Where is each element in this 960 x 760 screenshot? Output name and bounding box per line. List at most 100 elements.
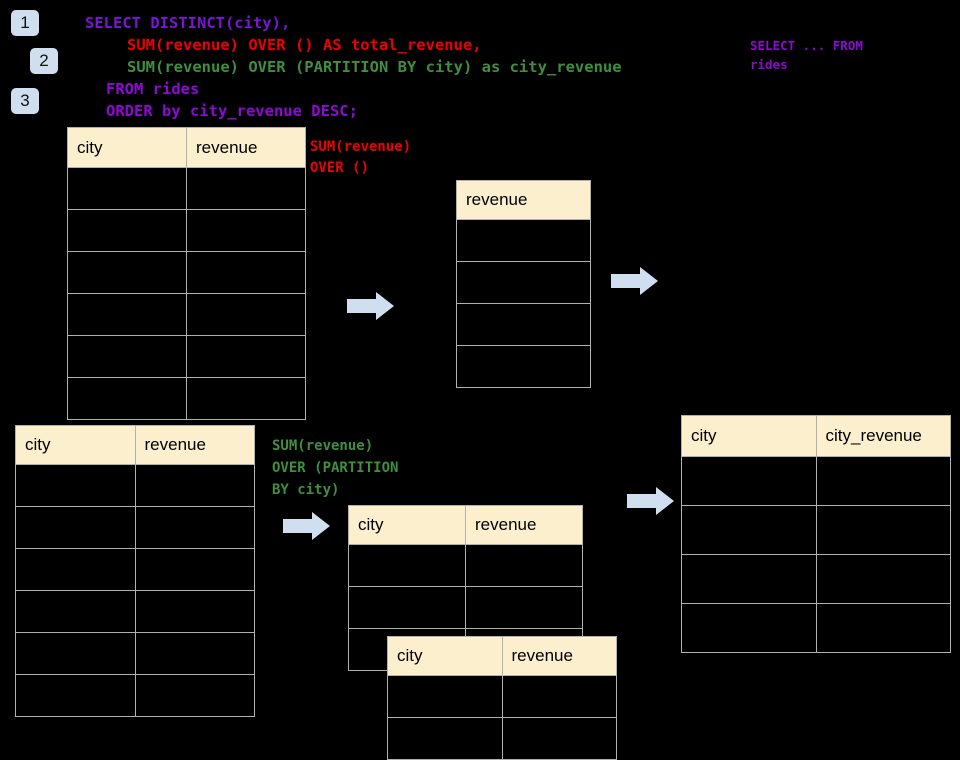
table-row	[681, 505, 951, 555]
cell	[67, 209, 187, 252]
table-header-row: city revenue	[387, 636, 617, 676]
cell	[186, 335, 306, 378]
partition-table-back: city revenue	[348, 505, 583, 671]
table-row	[348, 544, 583, 587]
step-badge-1: 1	[11, 10, 39, 36]
cell	[67, 335, 187, 378]
annotation-over-partition: SUM(revenue) OVER (PARTITION BY city)	[272, 438, 399, 498]
cell	[501, 717, 617, 760]
table-row	[67, 167, 306, 210]
table-row	[67, 209, 306, 252]
total-revenue-table: revenue	[456, 180, 591, 388]
column-header-revenue: revenue	[465, 505, 583, 545]
table-header-row: city revenue	[348, 505, 583, 545]
cell	[348, 544, 466, 587]
cell	[15, 548, 136, 591]
sql-line-sum-over-empty: SUM(revenue) OVER () AS total_revenue,	[127, 36, 482, 54]
table-header-row: city revenue	[67, 127, 306, 168]
table-row	[681, 554, 951, 604]
partition-table-front: city revenue	[387, 636, 617, 760]
column-header-city: city	[67, 127, 187, 168]
cell	[815, 505, 951, 555]
table-row	[15, 548, 255, 591]
cell	[67, 167, 187, 210]
table-row	[456, 303, 591, 346]
table-row	[456, 261, 591, 304]
cell	[134, 674, 255, 717]
table-row	[456, 219, 591, 262]
table-row	[681, 603, 951, 653]
cell	[456, 345, 591, 388]
table-row	[67, 293, 306, 336]
cell	[815, 603, 951, 653]
sql-line-sum-over-partition: SUM(revenue) OVER (PARTITION BY city) as…	[127, 58, 622, 76]
cell	[815, 554, 951, 604]
cell	[134, 590, 255, 633]
cell	[348, 586, 466, 629]
cell	[67, 293, 187, 336]
flow-arrow-4-icon	[627, 487, 674, 515]
table-row	[15, 464, 255, 507]
flow-arrow-1-icon	[347, 292, 394, 320]
column-header-city: city	[681, 415, 817, 457]
cell	[15, 506, 136, 549]
table-header-row: revenue	[456, 180, 591, 220]
column-header-city-revenue: city_revenue	[815, 415, 951, 457]
cell	[456, 219, 591, 262]
cell	[456, 303, 591, 346]
sql-line-order-by: ORDER by city_revenue DESC;	[106, 102, 358, 120]
cell	[134, 632, 255, 675]
flow-arrow-3-icon	[283, 512, 330, 540]
cell	[15, 590, 136, 633]
cell	[134, 506, 255, 549]
result-table: city city_revenue	[681, 415, 951, 653]
cell	[456, 261, 591, 304]
source-table-bottom: city revenue	[15, 425, 255, 717]
table-row	[67, 335, 306, 378]
table-row	[456, 345, 591, 388]
cell	[681, 505, 817, 555]
sql-side-note: SELECT ... FROM rides	[750, 38, 863, 72]
column-header-revenue: revenue	[186, 127, 306, 168]
column-header-city: city	[387, 636, 503, 676]
cell	[15, 632, 136, 675]
column-header-revenue: revenue	[501, 636, 617, 676]
cell	[186, 209, 306, 252]
step-badge-2: 2	[30, 48, 58, 74]
table-row	[15, 632, 255, 675]
table-row	[67, 251, 306, 294]
table-row	[387, 675, 617, 718]
cell	[815, 456, 951, 506]
cell	[465, 544, 583, 587]
table-row	[681, 456, 951, 506]
column-header-city: city	[348, 505, 466, 545]
cell	[67, 251, 187, 294]
cell	[15, 464, 136, 507]
cell	[681, 603, 817, 653]
sql-line-from: FROM rides	[106, 80, 200, 98]
step-badge-3: 3	[11, 88, 39, 114]
cell	[501, 675, 617, 718]
cell	[387, 675, 503, 718]
table-row	[15, 506, 255, 549]
cell	[134, 548, 255, 591]
table-row	[67, 377, 306, 420]
diagram-canvas: 1 2 3 SELECT DISTINCT(city), SUM(revenue…	[11, 10, 951, 760]
cell	[134, 464, 255, 507]
table-row	[15, 590, 255, 633]
cell	[15, 674, 136, 717]
cell	[186, 377, 306, 420]
column-header-revenue: revenue	[456, 180, 591, 220]
table-row	[387, 717, 617, 760]
table-header-row: city city_revenue	[681, 415, 951, 457]
column-header-city: city	[15, 425, 136, 465]
table-row	[15, 674, 255, 717]
cell	[681, 456, 817, 506]
cell	[465, 586, 583, 629]
source-table-top: city revenue	[67, 127, 306, 420]
cell	[681, 554, 817, 604]
table-row	[348, 586, 583, 629]
column-header-revenue: revenue	[134, 425, 255, 465]
cell	[387, 717, 503, 760]
table-header-row: city revenue	[15, 425, 255, 465]
